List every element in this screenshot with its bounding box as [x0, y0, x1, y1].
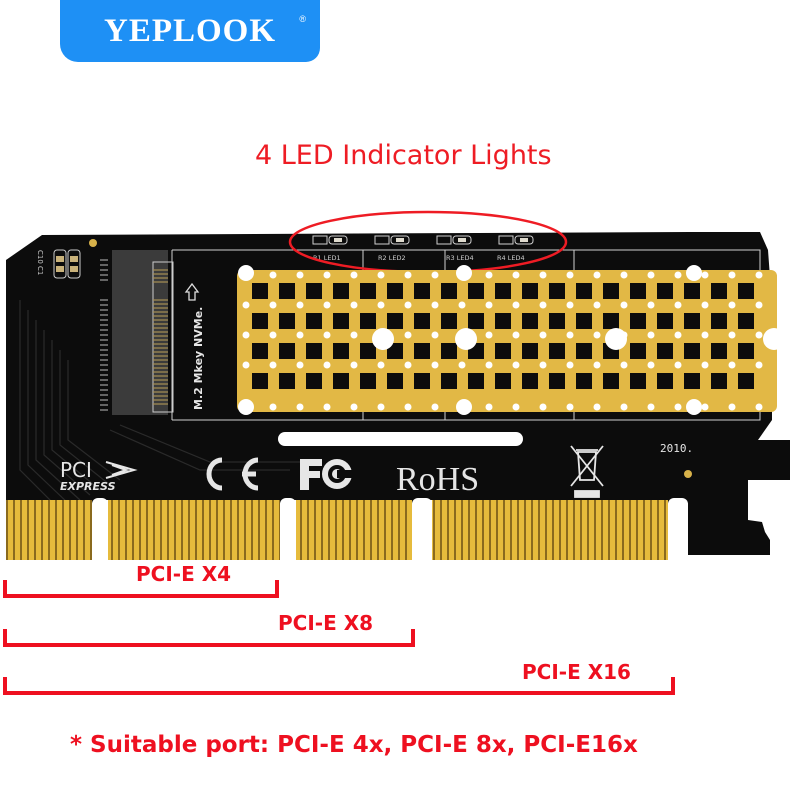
capacitors: C10 C1: [36, 249, 81, 279]
svg-text:R4 LED4: R4 LED4: [497, 254, 525, 262]
lane-label-x16: PCI-E X16: [522, 660, 631, 684]
svg-text:PCI: PCI: [60, 458, 92, 482]
ce-mark-icon: [206, 457, 259, 491]
svg-text:R1 LED1: R1 LED1: [313, 254, 341, 262]
svg-text:R2 LED2: R2 LED2: [378, 254, 406, 262]
date-code: 2010.: [660, 442, 693, 455]
bracket-x8: [3, 629, 415, 647]
fcc-mark-icon: [300, 459, 353, 490]
brand-badge: YEPLOOK ®: [60, 0, 320, 62]
gold-heatsink-pad: [237, 265, 785, 415]
svg-text:R3 LED4: R3 LED4: [446, 254, 474, 262]
m2-label: M.2 Mkey NVMe.: [184, 282, 205, 410]
brand-name: YEPLOOK: [103, 12, 277, 49]
gold-finger-contacts: [6, 500, 668, 560]
suitable-port-note: * Suitable port: PCI-E 4x, PCI-E 8x, PCI…: [70, 732, 638, 758]
lane-label-x8: PCI-E X8: [278, 611, 374, 635]
svg-text:C10 C1: C10 C1: [36, 250, 44, 275]
registered-mark: ®: [299, 14, 306, 24]
bracket-x4: [3, 580, 279, 598]
pci-express-logo: PCI EXPRESS: [60, 458, 138, 493]
led-indicators: R1 LED1 R2 LED2 R3 LED4 R4 LED4: [312, 235, 534, 262]
svg-text:M.2 Mkey NVMe.: M.2 Mkey NVMe.: [192, 307, 205, 410]
m2-connector: [100, 250, 174, 415]
board-slot: [278, 432, 523, 446]
rohs-mark: RoHS: [396, 461, 479, 498]
svg-text:EXPRESS: EXPRESS: [60, 480, 116, 493]
weee-bin-icon: [570, 445, 604, 498]
lane-label-x4: PCI-E X4: [136, 562, 232, 586]
led-indicator-title: 4 LED Indicator Lights: [255, 140, 552, 171]
bracket-x16: [3, 677, 675, 695]
